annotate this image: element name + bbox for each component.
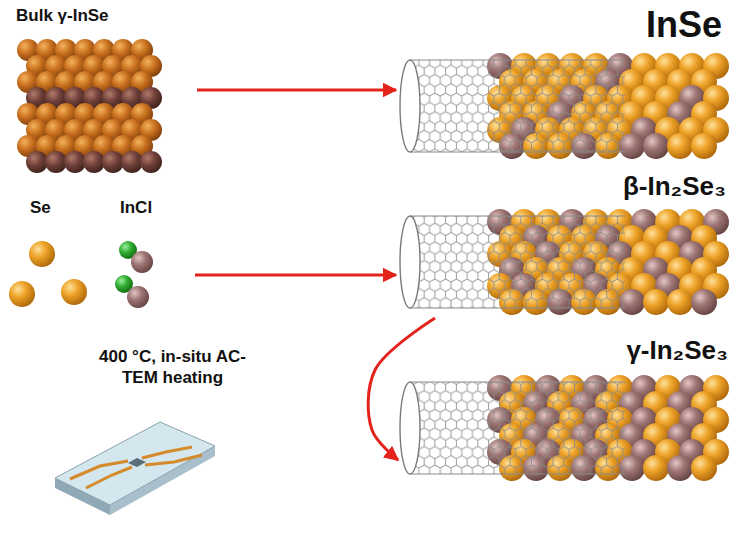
atom <box>643 289 669 315</box>
atom <box>643 455 669 481</box>
tube-body <box>410 60 625 152</box>
atom <box>9 281 35 307</box>
atom <box>691 289 717 315</box>
tube-lattice <box>410 60 625 152</box>
tube-end <box>400 382 420 474</box>
chip-trace <box>86 467 132 488</box>
nanotube <box>400 375 729 481</box>
node-label: γ-In₂Se₃ <box>626 336 728 366</box>
atom <box>45 151 67 173</box>
tube-lattice <box>410 382 625 474</box>
node-label: Bulk γ-InSe <box>16 6 109 26</box>
atom <box>691 455 717 481</box>
nanotubes <box>400 53 729 481</box>
node-label: InSe <box>646 4 722 45</box>
node-label: Se <box>30 198 51 218</box>
tube-lattice <box>410 216 625 308</box>
atom <box>667 455 693 481</box>
nanotube <box>400 209 729 315</box>
nanotube-group: γ-In₂Se₃ <box>400 334 738 484</box>
chip-trace <box>70 461 128 479</box>
precursor-group: Se InCl <box>8 196 195 314</box>
atom <box>667 289 693 315</box>
condition-note: 400 °C, in-situ AC-TEM heating <box>95 346 250 389</box>
nanotube-group: InSe <box>400 4 738 160</box>
atom <box>121 151 143 173</box>
tube-end <box>400 216 420 308</box>
tube-wall <box>410 60 625 152</box>
tube-body <box>410 216 625 308</box>
node-label: β-In₂Se₃ <box>623 172 726 202</box>
atom <box>667 133 693 159</box>
tube-wall <box>410 382 625 474</box>
atom <box>131 251 153 273</box>
tube-body <box>410 382 625 474</box>
process-arrow <box>197 89 396 92</box>
atom <box>643 133 669 159</box>
chip-window <box>128 458 146 467</box>
chip-top <box>55 422 215 505</box>
atom <box>61 279 87 305</box>
atom <box>29 241 55 267</box>
heating-chip <box>55 422 215 515</box>
atom <box>64 151 86 173</box>
atom <box>83 151 105 173</box>
process-arrow <box>195 274 396 277</box>
process-arrow <box>368 318 435 460</box>
chip-trace <box>145 455 202 465</box>
atom <box>140 151 162 173</box>
atom <box>26 151 48 173</box>
node-label: InCl <box>120 198 152 218</box>
chip-trace <box>142 447 192 458</box>
bulk-crystal <box>17 39 162 173</box>
atom <box>691 133 717 159</box>
tube-wall <box>410 216 625 308</box>
nanotube <box>400 53 729 159</box>
nanotube-group: β-In₂Se₃ <box>400 170 738 318</box>
precursor-atoms <box>9 241 153 308</box>
atom <box>102 151 124 173</box>
crystal-group: Bulk γ-InSe <box>12 4 197 170</box>
tube-end <box>400 60 420 152</box>
atom <box>127 286 149 308</box>
